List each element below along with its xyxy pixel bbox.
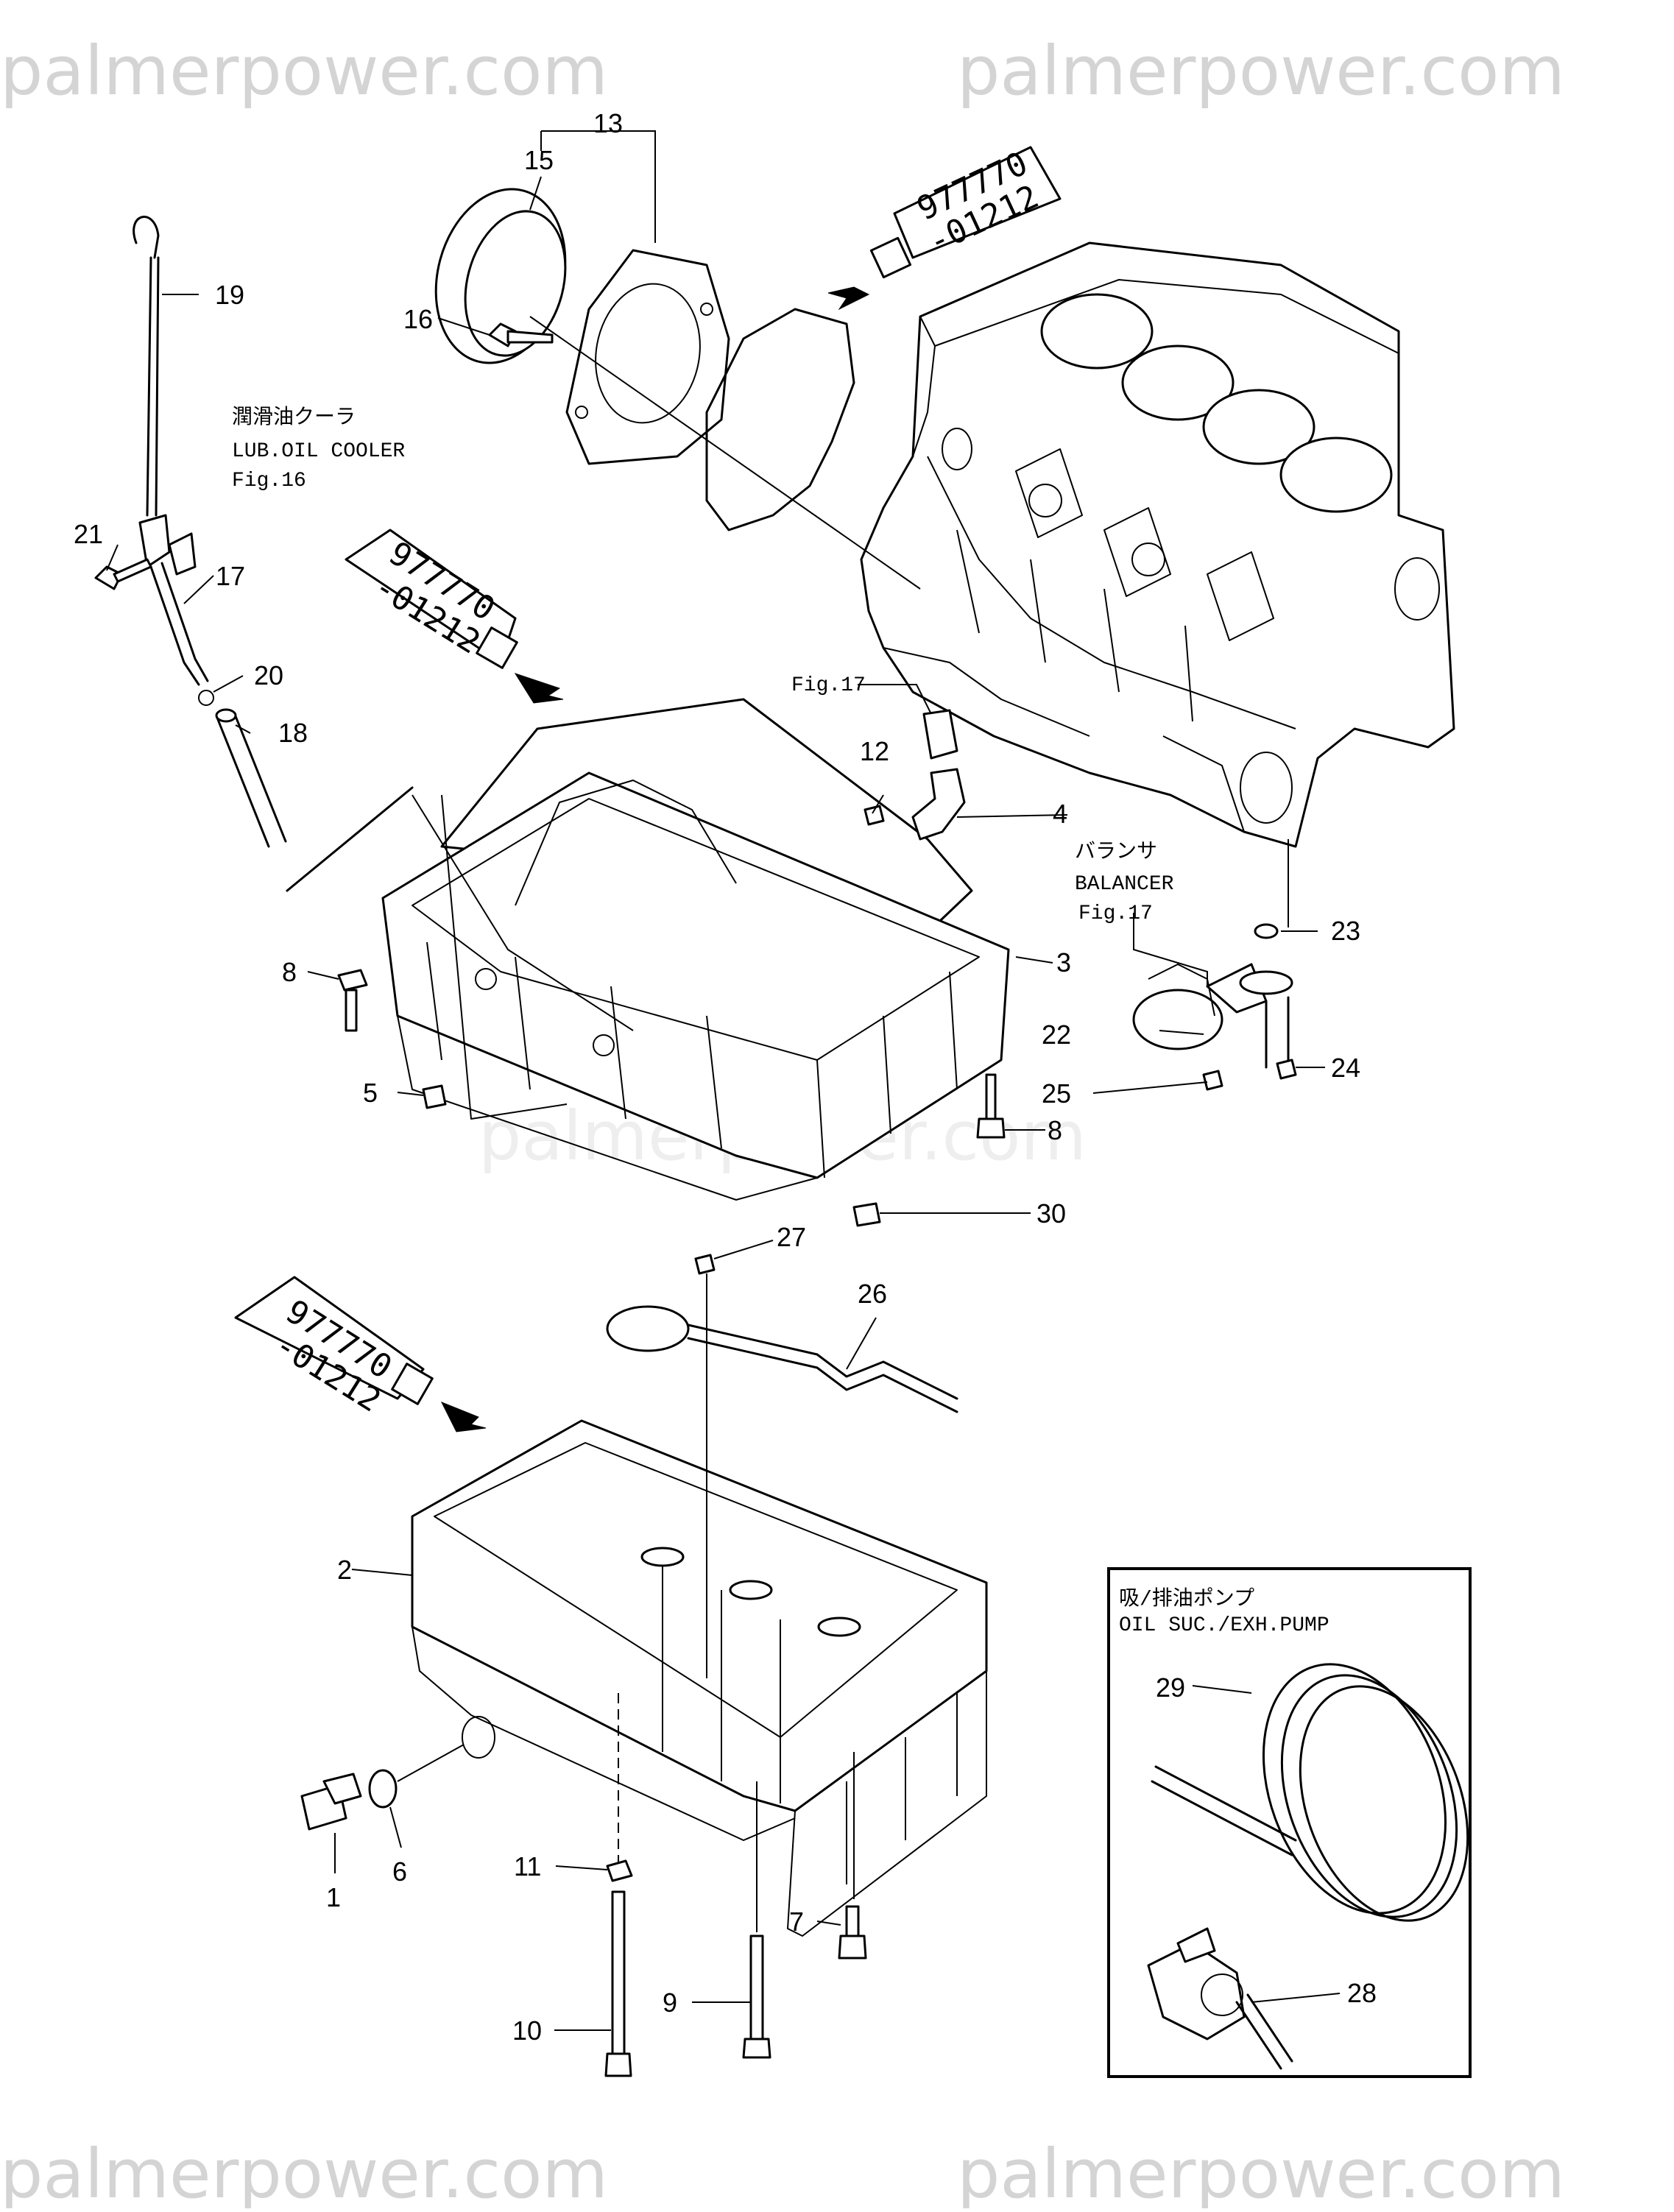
bolt-8b xyxy=(976,1073,1006,1139)
bolt-7 xyxy=(838,1905,867,1960)
leader-housing-to-block xyxy=(529,316,921,590)
balancer-en: BALANCER xyxy=(1075,873,1174,896)
part-number-17: 17 xyxy=(216,561,245,591)
part-number-8b: 8 xyxy=(1048,1115,1062,1145)
bolt-8a xyxy=(337,969,368,1032)
part-number-19: 19 xyxy=(215,280,244,310)
sealant-tube-bottom: 977770 -01212 xyxy=(234,1276,487,1432)
part-number-15: 15 xyxy=(524,145,554,175)
sealant-tube-middle: 977770 -01212 xyxy=(345,529,564,704)
hose-29 xyxy=(1151,1663,1469,1922)
part-number-27: 27 xyxy=(777,1222,806,1252)
hand-pump-28 xyxy=(1147,1927,1293,2070)
dipstick-guide-17 xyxy=(138,514,209,686)
balancer-fig: Fig.17 xyxy=(1078,902,1153,925)
bolt-9 xyxy=(742,1934,771,2059)
pipe-24 xyxy=(1239,970,1293,1069)
part-number-30: 30 xyxy=(1036,1198,1066,1229)
lub-oil-cooler-en: LUB.OIL COOLER xyxy=(232,440,405,463)
bolt-21 xyxy=(94,558,152,590)
seal-housing-13 xyxy=(565,249,730,465)
leader-plug xyxy=(397,1744,465,1782)
part-number-2: 2 xyxy=(337,1555,352,1585)
bolt-27 xyxy=(694,1254,716,1275)
oil-seal-15 xyxy=(434,188,567,364)
part-number-1: 1 xyxy=(326,1882,341,1912)
bolt-25 xyxy=(1202,1070,1223,1091)
o-ring-20 xyxy=(198,690,214,706)
watermark-bottom-right: palmerpower.com xyxy=(957,2135,1565,2208)
part-number-9: 9 xyxy=(663,1987,677,2018)
part-number-5: 5 xyxy=(363,1078,378,1108)
part-number-23: 23 xyxy=(1331,916,1360,946)
dipstick-19 xyxy=(133,216,160,517)
part-number-13: 13 xyxy=(593,108,623,138)
balancer-jp: バランサ xyxy=(1075,840,1157,864)
lub-oil-cooler-fig: Fig.16 xyxy=(232,470,306,492)
part-number-3: 3 xyxy=(1056,947,1071,978)
lower-oil-pan-2 xyxy=(411,1419,988,1937)
part-number-12: 12 xyxy=(860,736,889,766)
part-number-4: 4 xyxy=(1053,799,1067,829)
suction-pipe-26 xyxy=(606,1305,958,1413)
leader-bolts-lower xyxy=(756,1752,855,1932)
gasket-6 xyxy=(368,1769,398,1809)
part-number-8a: 8 xyxy=(282,957,297,987)
part-number-22: 22 xyxy=(1042,1020,1071,1050)
leader-lines xyxy=(106,130,1341,2031)
pump-box-title-en: OIL SUC./EXH.PUMP xyxy=(1119,1614,1329,1637)
pump-box: 吸/排油ポンプ OIL SUC./EXH.PUMP xyxy=(1107,1567,1472,2078)
o-ring-23 xyxy=(1254,923,1279,939)
elbow-fitting-4 xyxy=(911,709,966,841)
part-number-6: 6 xyxy=(392,1856,407,1887)
part-number-21: 21 xyxy=(74,519,103,549)
nut-11 xyxy=(606,1859,633,1882)
part-number-18: 18 xyxy=(278,718,308,748)
plug-30 xyxy=(852,1202,881,1227)
fig17-callout: Fig.17 xyxy=(791,674,866,697)
leader-dipstick-to-pan xyxy=(286,786,414,892)
nut-12 xyxy=(864,805,885,826)
part-number-20: 20 xyxy=(254,660,283,690)
lub-oil-cooler-jp: 潤滑油クーラ xyxy=(232,405,356,430)
bolt-24 xyxy=(1276,1059,1297,1080)
rear-gasket xyxy=(705,308,855,531)
part-number-28: 28 xyxy=(1347,1978,1377,2008)
upper-oil-pan-3 xyxy=(381,698,1010,1201)
watermark-bottom-left: palmerpower.com xyxy=(0,2135,608,2208)
part-number-26: 26 xyxy=(858,1279,887,1309)
part-number-11: 11 xyxy=(514,1851,541,1881)
stud-bolt-10 xyxy=(604,1890,632,2077)
watermark-top-right: palmerpower.com xyxy=(957,32,1565,110)
bolt-16 xyxy=(488,322,554,347)
part-number-16: 16 xyxy=(403,304,433,334)
part-number-10: 10 xyxy=(512,2015,542,2046)
part-number-29: 29 xyxy=(1156,1672,1185,1703)
part-number-7: 7 xyxy=(789,1907,804,1937)
part-number-25: 25 xyxy=(1042,1078,1071,1109)
pump-box-title-jp: 吸/排油ポンプ xyxy=(1119,1586,1254,1611)
part-number-labels: 13 15 16 19 21 17 20 18 12 4 3 23 22 24 … xyxy=(74,108,1377,2046)
watermark-top-left: palmerpower.com xyxy=(0,32,608,110)
fitting-5 xyxy=(422,1084,447,1109)
engine-block xyxy=(860,241,1455,848)
drain-plug-1 xyxy=(300,1773,362,1831)
part-number-24: 24 xyxy=(1331,1053,1360,1083)
pipe-18 xyxy=(215,708,287,848)
